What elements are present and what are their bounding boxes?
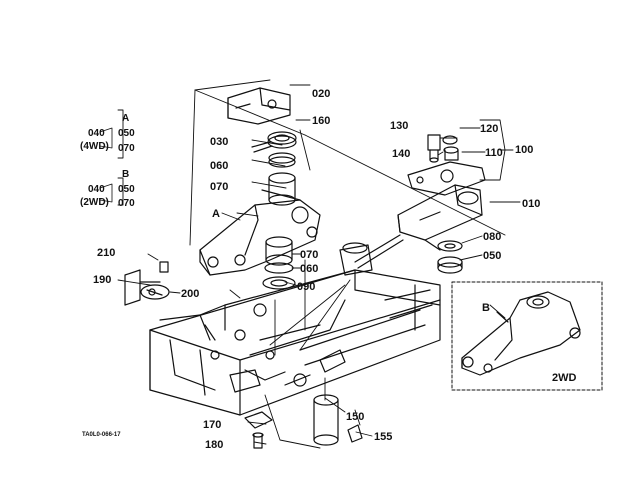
label-070-upper: 070 [210, 181, 228, 193]
part-010-cylinder [339, 184, 483, 276]
callout-a-code2: 050 [118, 128, 135, 139]
callout-b-code1: 040 [88, 184, 105, 195]
label-030: 030 [210, 136, 228, 148]
callout-b-variant: (2WD) [80, 197, 109, 208]
callout-a: A 040 050 (4WD) 070 [80, 113, 135, 154]
label-060-lower: 060 [300, 263, 318, 275]
figure-code: TA0L0-066-17 [82, 432, 121, 438]
callout-b-code2: 050 [118, 184, 135, 195]
label-180: 180 [205, 439, 223, 451]
marker-b: B [482, 302, 490, 314]
callout-b: B 040 050 (2WD) 070 [80, 169, 135, 209]
part-stack-lower [262, 236, 296, 290]
label-110: 110 [485, 147, 503, 159]
label-070-lower: 070 [300, 249, 318, 261]
knuckle-a [199, 189, 321, 276]
label-080: 080 [483, 231, 501, 243]
label-010: 010 [522, 198, 540, 210]
callout-b-letter: B [122, 169, 129, 180]
inset-2wd-box [451, 281, 603, 391]
part-stack-upper [251, 131, 297, 206]
leader-lines [117, 79, 521, 449]
part-210-190-200 [124, 261, 170, 306]
label-155: 155 [374, 431, 392, 443]
label-060-upper: 060 [210, 160, 228, 172]
label-100: 100 [515, 144, 533, 156]
part-labels: 020 160 030 060 070 070 060 090 130 120 … [93, 88, 540, 451]
callout-a-letter: A [122, 113, 129, 124]
part-tierod-end [407, 134, 486, 196]
label-120: 120 [480, 123, 498, 135]
part-150-170-180-155 [244, 394, 363, 449]
callout-brackets [99, 109, 124, 206]
label-170: 170 [203, 419, 221, 431]
part-080-050 [437, 240, 463, 274]
label-200: 200 [181, 288, 199, 300]
label-130: 130 [390, 120, 408, 132]
inset-label-2wd: 2WD [552, 372, 577, 384]
label-090: 090 [297, 281, 315, 293]
label-150: 150 [346, 411, 364, 423]
callout-b-code3: 070 [118, 198, 135, 209]
label-160: 160 [312, 115, 330, 127]
label-020: 020 [312, 88, 330, 100]
callout-a-code3: 070 [118, 143, 135, 154]
label-140: 140 [392, 148, 410, 160]
label-050: 050 [483, 250, 501, 262]
label-190: 190 [93, 274, 111, 286]
label-210: 210 [97, 247, 115, 259]
callout-a-variant: (4WD) [80, 141, 109, 152]
marker-a: A [212, 208, 220, 220]
callout-a-code1: 040 [88, 128, 105, 139]
part-020-bracket [227, 87, 291, 125]
